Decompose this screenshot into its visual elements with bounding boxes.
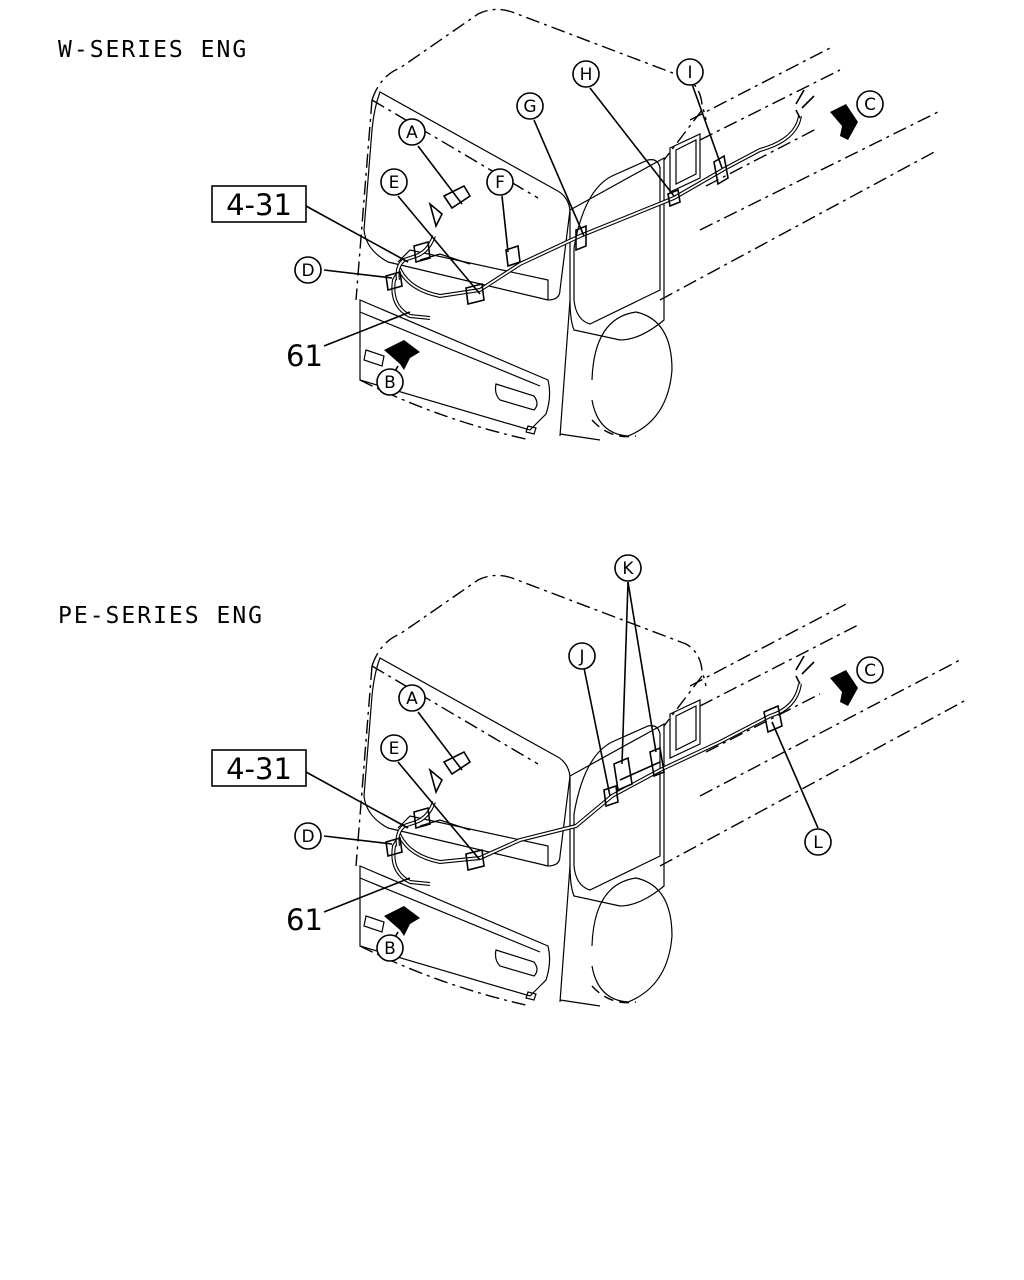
svg-text:K: K xyxy=(622,559,634,579)
truck-illustration xyxy=(355,574,967,1007)
svg-text:A: A xyxy=(406,123,418,143)
svg-text:4-31: 4-31 xyxy=(226,188,292,222)
callout-i: I xyxy=(676,58,704,86)
svg-text:B: B xyxy=(384,373,396,393)
callout-j: J xyxy=(568,642,596,670)
callout-b: B xyxy=(376,934,404,962)
diagram-pe-series: PE-SERIES ENG xyxy=(58,554,967,1007)
cable-route xyxy=(385,655,815,886)
svg-text:E: E xyxy=(389,173,400,193)
leader-lines xyxy=(305,581,858,947)
callout-f: F xyxy=(486,168,514,196)
svg-text:D: D xyxy=(301,261,314,281)
callout-a: A xyxy=(398,118,426,146)
callout-d: D xyxy=(294,822,322,850)
callout-h: H xyxy=(572,60,600,88)
svg-text:A: A xyxy=(406,689,418,709)
reference-box: 4-31 xyxy=(211,185,307,223)
part-number: 61 xyxy=(286,903,323,937)
diagram-w-series: W-SERIES ENG xyxy=(58,8,939,441)
svg-text:L: L xyxy=(813,833,823,853)
cable-route xyxy=(385,89,815,320)
callout-e: E xyxy=(380,734,408,762)
diagram-title: PE-SERIES ENG xyxy=(58,603,264,629)
callout-b: B xyxy=(376,368,404,396)
svg-text:I: I xyxy=(687,63,692,83)
svg-text:H: H xyxy=(580,65,593,85)
part-number: 61 xyxy=(286,339,323,373)
callout-c: C xyxy=(856,90,884,118)
callout-g: G xyxy=(516,92,544,120)
svg-text:G: G xyxy=(523,97,536,117)
truck-illustration xyxy=(355,8,939,441)
reference-box: 4-31 xyxy=(211,749,307,787)
svg-text:B: B xyxy=(384,939,396,959)
diagram-title: W-SERIES ENG xyxy=(58,37,248,63)
svg-text:C: C xyxy=(864,95,876,115)
callout-a: A xyxy=(398,684,426,712)
svg-text:C: C xyxy=(864,661,876,681)
leader-lines xyxy=(305,83,858,381)
callout-l: L xyxy=(804,828,832,856)
svg-text:E: E xyxy=(389,739,400,759)
svg-text:D: D xyxy=(301,827,314,847)
callout-d: D xyxy=(294,256,322,284)
svg-text:J: J xyxy=(578,647,584,667)
svg-text:4-31: 4-31 xyxy=(226,752,292,786)
callout-k: K xyxy=(614,554,642,582)
callout-c: C xyxy=(856,656,884,684)
svg-text:F: F xyxy=(495,173,505,193)
callout-e: E xyxy=(380,168,408,196)
